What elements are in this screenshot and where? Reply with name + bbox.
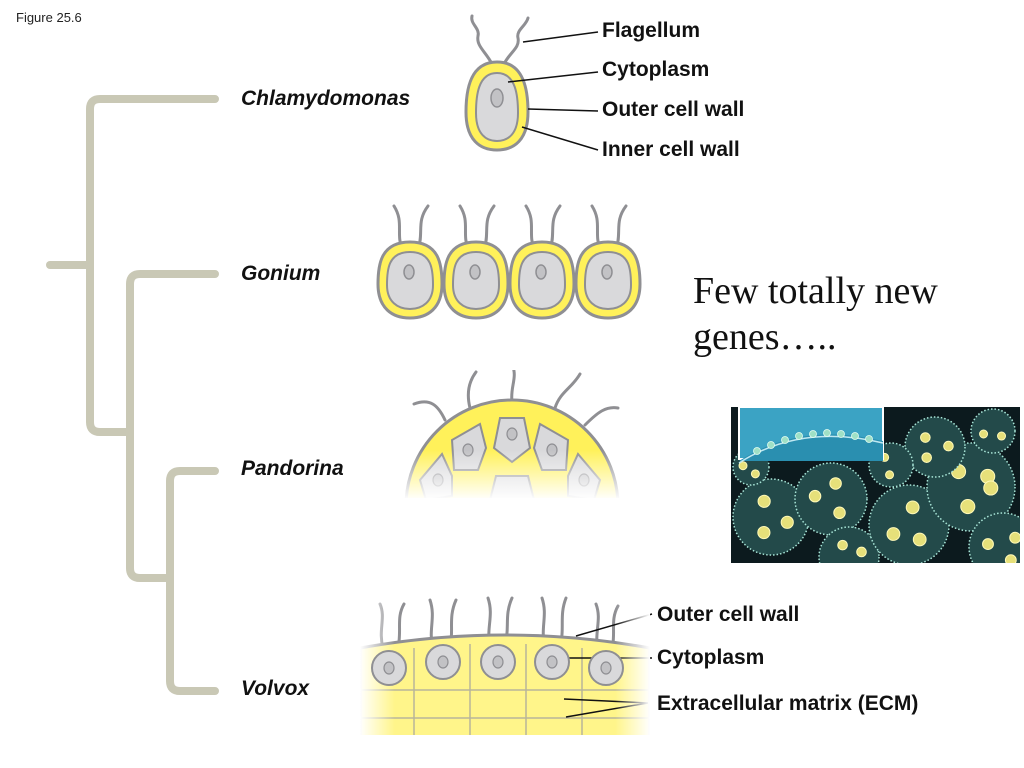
daughter-colony: [912, 532, 927, 547]
daughter-colony: [979, 429, 989, 439]
tree-branch-chlamydomonas: [86, 95, 219, 436]
daughter-colony: [960, 498, 976, 515]
daughter-colony: [837, 539, 848, 551]
daughter-colony: [833, 506, 846, 520]
figure-label: Figure 25.6: [16, 10, 82, 25]
daughter-colony: [983, 480, 999, 496]
daughter-colony: [920, 432, 931, 443]
daughter-colony: [757, 494, 771, 508]
gonium-cytoplasm: [451, 250, 501, 311]
daughter-colony: [757, 525, 771, 540]
volvox-colony-sphere: [970, 408, 1016, 454]
nucleus: [490, 88, 504, 108]
pandorina-flagella: [412, 370, 620, 427]
callout-volvox-outer-cell-wall: Outer cell wall: [657, 603, 800, 626]
daughter-colony: [885, 470, 895, 480]
daughter-colony: [1004, 554, 1017, 563]
daughter-colony: [886, 527, 901, 541]
gonium-cells: [376, 204, 642, 320]
micrograph-image: [731, 407, 1020, 563]
callout-volvox-cytoplasm: Cytoplasm: [657, 646, 765, 669]
flagellum-right: [502, 16, 530, 66]
chlamydomonas-leader-lines: [507, 31, 599, 151]
pandorina-nucleus: [506, 427, 518, 441]
tree-branch-gonium: [126, 270, 219, 582]
volvox-cells: [371, 644, 624, 686]
note-line-1: Few totally new: [693, 270, 938, 312]
volvox-nucleus: [492, 655, 504, 669]
volvox-nucleus: [600, 661, 612, 675]
daughter-colony: [808, 489, 822, 503]
pandorina-colony: [380, 370, 640, 498]
gonium-cytoplasm: [517, 250, 567, 311]
volvox-nucleus: [383, 661, 395, 675]
note-text: Few totally new genes…..: [693, 268, 993, 360]
daughter-colony: [738, 461, 748, 471]
gonium-nucleus: [535, 264, 547, 280]
taxon-label-volvox: Volvox: [241, 677, 310, 700]
daughter-colony: [1009, 531, 1020, 544]
daughter-colony: [943, 440, 954, 452]
chlamydomonas-cell: [464, 14, 530, 152]
phylogenetic-tree: [46, 95, 219, 695]
callout-outer-cell-wall: Outer cell wall: [602, 98, 745, 121]
gonium-nucleus: [601, 264, 613, 280]
taxon-label-gonium: Gonium: [241, 262, 321, 285]
flagellum-left: [470, 14, 494, 66]
micrograph-inset: [738, 407, 884, 464]
taxon-label-pandorina: Pandorina: [241, 457, 344, 480]
volvox-micrograph: [731, 407, 1020, 563]
daughter-colony: [856, 546, 867, 558]
daughter-colony: [750, 469, 760, 479]
taxon-label-chlamydomonas: Chlamydomonas: [241, 87, 411, 110]
tree-branch-pandorina: [166, 467, 219, 695]
daughter-colony: [982, 538, 994, 551]
callout-cytoplasm: Cytoplasm: [602, 58, 710, 81]
volvox-colony-sphere: [968, 512, 1020, 563]
daughter-colony: [829, 477, 842, 490]
daughter-colony: [921, 452, 932, 463]
note-line-2: genes…..: [693, 316, 837, 358]
daughter-colony: [905, 500, 920, 515]
daughter-colony: [997, 431, 1007, 441]
gonium-nucleus: [469, 264, 481, 280]
volvox-colony-sphere: [794, 462, 868, 536]
callout-inner-cell-wall: Inner cell wall: [602, 138, 740, 161]
gonium-cytoplasm: [385, 250, 435, 311]
callout-volvox-ecm: Extracellular matrix (ECM): [657, 692, 919, 715]
volvox-nucleus: [546, 655, 558, 669]
volvox-colony-sphere: [904, 416, 966, 478]
volvox-nucleus: [437, 655, 449, 669]
gonium-cytoplasm: [583, 250, 633, 311]
gonium-nucleus: [403, 264, 415, 280]
daughter-colony: [780, 515, 794, 529]
callout-flagellum: Flagellum: [602, 19, 701, 42]
